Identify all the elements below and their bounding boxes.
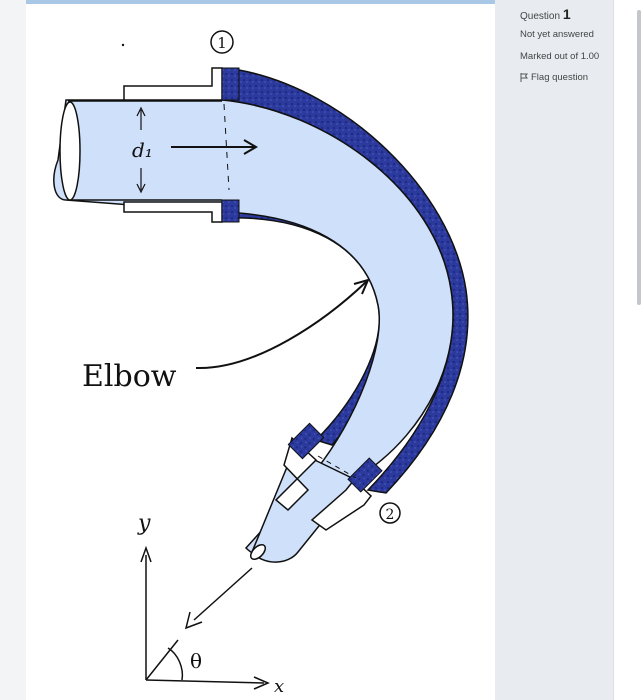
flange-1-wall-top	[221, 67, 240, 101]
flange-1-wall-bottom	[221, 199, 240, 223]
station-1-circle	[210, 30, 234, 54]
question-marks: Marked out of 1.00	[520, 51, 600, 62]
question-number-value: 1	[562, 6, 571, 22]
elbow-leader-arrow-head	[353, 278, 370, 295]
diameter-arrow-up-head	[136, 106, 146, 117]
flange-1-top	[123, 67, 223, 101]
angle-label: θ	[190, 649, 202, 673]
inlet-pipe-end	[59, 101, 81, 201]
angle-arc	[167, 647, 184, 681]
x-axis-arrow-head	[253, 676, 270, 690]
x-axis-label: x	[274, 676, 284, 697]
y-axis-arrow-head	[140, 545, 152, 563]
flow-arrow-head	[243, 139, 258, 155]
flange-1-bottom	[123, 201, 223, 223]
station-2-circle	[379, 502, 401, 524]
question-info-panel	[495, 0, 613, 700]
station-2-section-line	[317, 455, 357, 479]
elbow-leader-line	[195, 281, 367, 370]
question-number-label: Question	[520, 11, 561, 22]
station-1-section-line	[223, 103, 230, 191]
flange-2-right	[310, 478, 373, 531]
station-2-label: 2	[386, 507, 395, 523]
flange-2-wall-right	[347, 457, 383, 493]
left-gutter	[0, 0, 27, 700]
inlet-pipe	[68, 102, 226, 200]
diameter-arrow-down-head	[136, 183, 146, 194]
question-number: Question 1	[520, 6, 571, 22]
stray-dot	[121, 43, 125, 47]
question-status: Not yet answered	[520, 29, 594, 40]
x-axis-line	[145, 679, 265, 684]
flange-2-left	[274, 436, 318, 512]
station-1-label: 1	[217, 34, 227, 52]
y-axis-label: y	[137, 511, 151, 536]
angle-reference-line	[145, 639, 179, 681]
elbow-label: Elbow	[82, 359, 177, 394]
force-direction-line	[193, 567, 253, 621]
flag-question-button[interactable]: Flag question	[520, 72, 588, 83]
flag-question-label: Flag question	[531, 72, 589, 83]
flag-icon	[520, 73, 528, 82]
diameter-label: d₁	[132, 138, 153, 162]
flange-2-wall-left	[287, 422, 325, 460]
force-arrow-head	[184, 611, 203, 630]
elbow-diagram: d₁ 1 2 Elbow y x θ	[53, 30, 469, 697]
outlet-pipe-end	[249, 543, 267, 561]
scrollbar-thumb[interactable]	[637, 10, 641, 305]
content-top-bar	[26, 0, 495, 4]
